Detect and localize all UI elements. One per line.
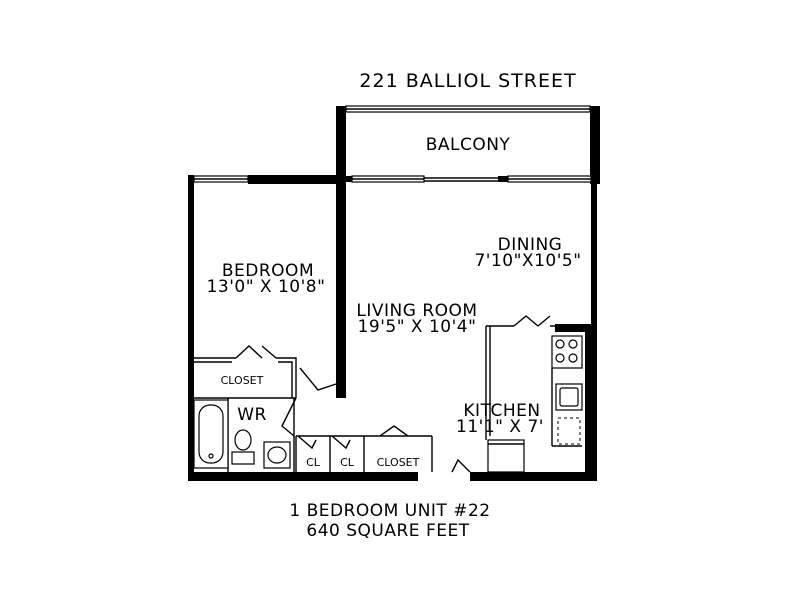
kitchen-size: 11'1" X 7': [456, 417, 544, 437]
unit-type: 1 BEDROOM UNIT #22: [289, 501, 490, 521]
bathroom-sink: [263, 441, 291, 469]
stove: [551, 335, 583, 369]
bathtub: [193, 399, 229, 469]
washroom-label: WR: [237, 405, 267, 425]
refrigerator: [487, 439, 525, 473]
living-room-size: 19'5" X 10'4": [358, 317, 477, 337]
balcony-label: BALCONY: [426, 135, 511, 155]
dining-label: DINING: [498, 235, 563, 255]
windows: [193, 105, 592, 183]
toilet: [231, 429, 255, 465]
bedroom-label: BEDROOM: [222, 261, 314, 281]
closet-2-label: CL: [340, 456, 355, 469]
bedroom-size: 13'0" X 10'8": [207, 277, 326, 297]
kitchen-label: KITCHEN: [463, 401, 540, 421]
bedroom-closet-label: CLOSET: [221, 374, 264, 387]
exterior-walls: [188, 106, 600, 481]
dining-size: 7'10"X10'5": [474, 251, 581, 271]
unit-area: 640 SQUARE FEET: [306, 521, 469, 541]
building-title: 221 BALLIOL STREET: [359, 70, 576, 92]
sliding-door: [424, 177, 498, 182]
kitchen-counter: [551, 368, 583, 447]
door-swings: [235, 315, 551, 473]
closet-1-label: CL: [306, 456, 321, 469]
living-room-label: LIVING ROOM: [356, 301, 477, 321]
hall-closet-label: CLOSET: [377, 456, 420, 469]
